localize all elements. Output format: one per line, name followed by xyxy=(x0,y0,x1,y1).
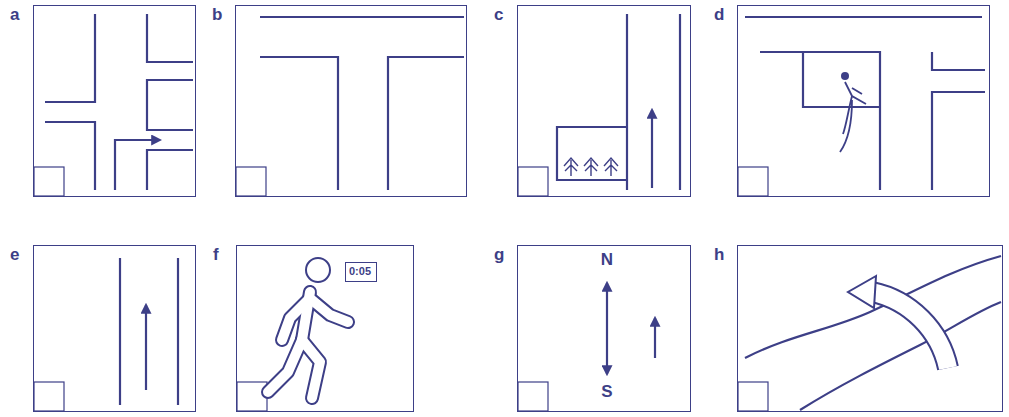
panel-frame: f0:05 xyxy=(236,245,414,412)
panel-frame: c xyxy=(517,5,691,197)
panel-frame: h xyxy=(737,245,1003,412)
compass-letter: N xyxy=(601,251,613,268)
compass-arrow xyxy=(607,283,655,374)
panel-frame: e xyxy=(33,245,196,412)
panel-letter: c xyxy=(494,6,503,23)
corner-square xyxy=(237,382,267,411)
straight-road xyxy=(120,258,178,405)
panel-letter: a xyxy=(10,6,19,23)
panel-frame: b xyxy=(235,5,467,197)
t-junction xyxy=(260,17,464,190)
building-junction xyxy=(745,17,985,190)
panel-letter: e xyxy=(10,246,19,263)
corner-square xyxy=(518,167,548,196)
street-map xyxy=(45,14,193,190)
road-with-park xyxy=(557,14,680,190)
walking-person xyxy=(268,258,348,398)
corner-square xyxy=(738,167,768,196)
panel-letter: f xyxy=(213,246,219,263)
compass-letter: S xyxy=(601,383,612,400)
panel-letter: b xyxy=(212,6,222,23)
corner-square xyxy=(518,382,548,411)
corner-square xyxy=(34,167,64,196)
panel-letter: g xyxy=(494,246,504,263)
corner-square xyxy=(236,167,266,196)
timer-label: 0:05 xyxy=(349,265,373,277)
corner-square xyxy=(738,382,768,411)
panel-frame: a xyxy=(33,5,196,197)
panel-letter: d xyxy=(714,6,724,23)
panel-letter: h xyxy=(714,246,724,263)
winding-road xyxy=(745,256,1001,410)
panel-frame: d xyxy=(737,5,990,197)
curved-arrow xyxy=(848,276,948,368)
corner-square xyxy=(34,382,64,411)
timer-box: 0:05 xyxy=(345,262,377,282)
